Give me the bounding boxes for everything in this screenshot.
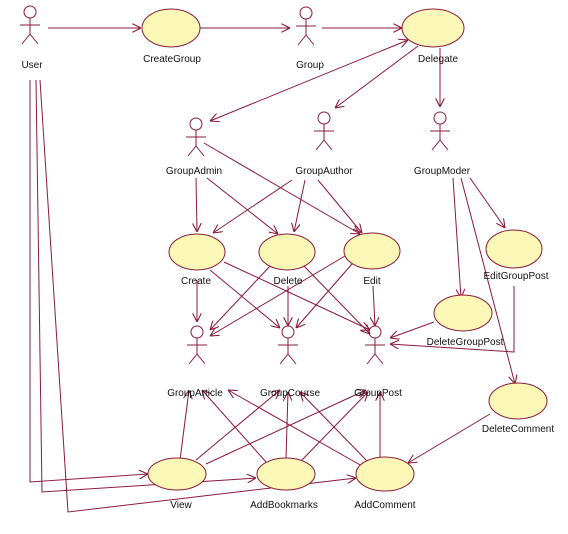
usecase-edit[interactable]: Edit [343, 232, 401, 287]
usecase-label: AddComment [354, 500, 415, 511]
usecase-label: Delegate [418, 54, 458, 65]
edge-create-groupcourse [209, 269, 280, 328]
actor-label: GroupAdmin [166, 166, 222, 177]
edge-delegate-groupadmin [210, 40, 408, 121]
usecase-addcomment[interactable]: AddComment [354, 456, 416, 511]
edge-edit-grouppost [373, 285, 375, 326]
actor-label: GroupArticle [167, 388, 223, 399]
edge-groupmoder-deletegrouppost [452, 177, 461, 298]
edge-groupadmin-create [196, 177, 197, 232]
edge-edit-groupcourse [296, 263, 353, 328]
edge-view-grouppost [205, 390, 366, 465]
usecase-label: Edit [363, 276, 380, 287]
edges [29, 28, 515, 513]
usecase-label: AddBookmarks [250, 500, 318, 511]
actor-groupcourse[interactable]: GroupCourse [260, 325, 320, 399]
usecase-delegate[interactable]: Delegate [401, 8, 465, 65]
actor-label: GroupAuthor [295, 166, 353, 177]
edge-view-groupcourse [195, 390, 280, 461]
edge-groupauthor-delete [294, 179, 306, 232]
edge-groupadmin-delete [206, 177, 278, 234]
actor-groupadmin[interactable]: GroupAdmin [166, 117, 222, 177]
usecase-label: Delete [274, 276, 303, 287]
usecase-editgrouppost[interactable]: EditGroupPost [483, 229, 549, 282]
usecase-label: View [170, 500, 192, 511]
usecase-view[interactable]: View [147, 457, 207, 511]
edge-groupmoder-deletecomment [460, 177, 515, 384]
edge-view-grouparticle [179, 390, 189, 461]
edge-addcomment-grouparticle [228, 390, 363, 467]
edge-user-addbookmarks [35, 79, 256, 493]
usecase-creategroup[interactable]: CreateGroup [141, 8, 201, 65]
actor-label: GroupPost [354, 388, 402, 399]
usecase-deletegrouppost[interactable]: DeleteGroupPost [427, 294, 504, 348]
usecase-delete[interactable]: Delete [258, 233, 316, 287]
actor-label: GroupModer [414, 166, 471, 177]
edge-user-addcomment [39, 79, 356, 513]
edge-create-grouppost [223, 261, 370, 330]
edge-groupadmin-edit [203, 142, 360, 234]
edge-addbookmarks-groupcourse [286, 392, 288, 459]
usecase-label: Create [181, 276, 211, 287]
usecase-label: EditGroupPost [483, 271, 548, 282]
actor-head [23, 5, 37, 19]
actor-label: User [21, 60, 43, 71]
actor-label: Group [296, 60, 324, 71]
edge-delete-grouparticle [210, 263, 273, 330]
usecase-deletecomment[interactable]: DeleteComment [482, 382, 554, 435]
edge-delegate-groupauthor [335, 45, 419, 108]
edge-addcomment-groupcourse [300, 392, 369, 463]
edge-edit-grouparticle [210, 255, 346, 336]
actor-groupauthor[interactable]: GroupAuthor [295, 111, 353, 177]
edge-deletecomment-addcomment [408, 413, 491, 463]
edge-user-view [29, 80, 148, 483]
edge-delete-grouppost [301, 263, 370, 334]
actor-grouppost[interactable]: GroupPost [354, 325, 402, 399]
usecase-addbookmarks[interactable]: AddBookmarks [250, 457, 318, 511]
actor-label: GroupCourse [260, 388, 320, 399]
actor-group[interactable]: Group [296, 6, 324, 71]
actor-grouparticle[interactable]: GroupArticle [167, 325, 223, 399]
edge-editgrouppost-grouppost [390, 286, 515, 353]
usecase-create[interactable]: Create [168, 233, 226, 287]
edge-groupauthor-edit [317, 179, 362, 233]
edge-deletegrouppost-grouppost [390, 321, 435, 338]
actor-user[interactable]: User [20, 5, 43, 71]
edge-groupauthor-create [213, 179, 293, 233]
usecase-label: DeleteGroupPost [427, 337, 504, 348]
edge-addbookmarks-grouparticle [202, 390, 267, 463]
usecase-label: DeleteComment [482, 424, 554, 435]
actor-groupmoder[interactable]: GroupModer [414, 111, 471, 177]
edge-groupmoder-editgrouppost [469, 177, 505, 228]
usecase-label: CreateGroup [143, 54, 201, 65]
